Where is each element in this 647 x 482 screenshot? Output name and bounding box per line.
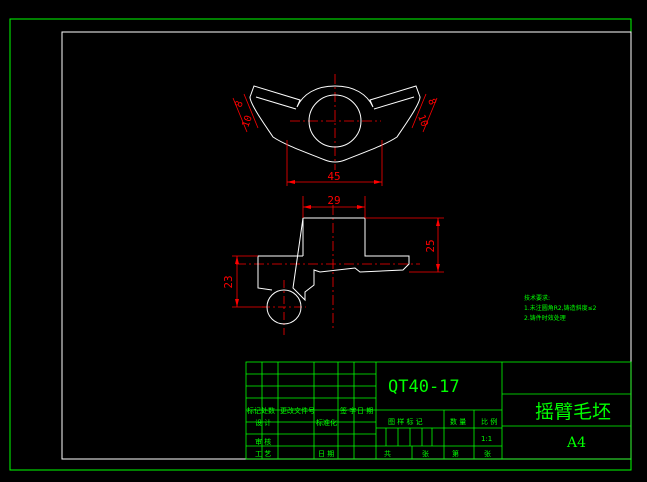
dim-23-arrow-bottom bbox=[235, 299, 239, 307]
dim-25-label: 25 bbox=[424, 239, 437, 252]
dim-25-arrow-bottom bbox=[436, 264, 440, 272]
dim-left-height-label: 10 bbox=[240, 114, 254, 129]
title-block-border bbox=[245, 361, 632, 460]
tb-change-doc-label: 更改文件号 bbox=[280, 406, 315, 415]
front-left-lug-slot bbox=[255, 96, 297, 110]
front-center-hole bbox=[308, 94, 362, 148]
dim-45-arrow-right bbox=[374, 180, 382, 184]
tb-date-label: 日 期 bbox=[357, 407, 373, 415]
dim-29-arrow-left bbox=[303, 205, 311, 209]
dim-23-label: 23 bbox=[222, 275, 235, 288]
dim-29-arrow-right bbox=[357, 205, 365, 209]
drawing-frame bbox=[61, 31, 632, 460]
dim-45-label: 45 bbox=[327, 170, 340, 183]
dim-left-width-label: 8 bbox=[233, 100, 245, 109]
tb-scale-value: 1:1 bbox=[481, 435, 492, 443]
tb-review-label: 审 核 bbox=[255, 437, 271, 446]
material-label: QT40-17 bbox=[388, 377, 460, 397]
dim-right-width-label: 8 bbox=[425, 97, 437, 106]
notes-line-2: 2.铸件时效处理 bbox=[524, 314, 566, 322]
tb-process-label: 工 艺 bbox=[255, 450, 271, 458]
tb-design-label: 设 计 bbox=[255, 418, 271, 427]
part-name: 摇臂毛坯 bbox=[535, 401, 611, 423]
dim-23-arrow-top bbox=[235, 256, 239, 264]
tb-sheet-label: 张 bbox=[422, 449, 429, 458]
technical-notes: 技术要求: 1.未注圆角R2,铸造斜度≤2 2.铸件时效处理 bbox=[524, 294, 597, 322]
side-boss-circle bbox=[266, 289, 302, 325]
title-block-text: QT40-17 摇臂毛坯 A4 标记处数 更改文件号 签 字 日 期 设 计 标… bbox=[247, 377, 611, 458]
dim-right-height-label: 10 bbox=[415, 113, 429, 128]
dim-left-ext2 bbox=[243, 93, 259, 129]
dim-right-ext2 bbox=[411, 93, 427, 129]
front-right-lug-slot bbox=[373, 96, 415, 110]
dim-29-label: 29 bbox=[327, 194, 340, 207]
tb-scale-label: 比 例 bbox=[481, 417, 497, 426]
side-arm-outline bbox=[257, 218, 304, 291]
tb-date2-label: 日 期 bbox=[318, 450, 334, 458]
notes-heading: 技术要求: bbox=[524, 294, 550, 302]
tb-stage-mark-label: 图 样 标 记 bbox=[388, 417, 423, 426]
side-view: 29 25 23 bbox=[222, 194, 444, 335]
front-arm-outline bbox=[249, 85, 421, 163]
dim-right-ext bbox=[422, 97, 438, 133]
title-block bbox=[245, 361, 632, 460]
tb-weight-label: 数 量 bbox=[450, 417, 466, 426]
tb-total-label: 共 bbox=[384, 449, 391, 458]
tb-standardize-label: 标准化 bbox=[316, 418, 337, 427]
dim-45-arrow-left bbox=[287, 180, 295, 184]
side-hub-outline bbox=[292, 217, 410, 302]
tb-signature-label: 签 字 bbox=[340, 406, 356, 415]
tb-mark-label: 标记处数 bbox=[247, 406, 275, 415]
dim-25-arrow-top bbox=[436, 218, 440, 226]
dim-left-ext bbox=[232, 97, 248, 133]
front-view: 45 8 10 8 10 bbox=[232, 74, 438, 186]
notes-line-1: 1.未注圆角R2,铸造斜度≤2 bbox=[524, 304, 597, 312]
tb-page-unit-label: 张 bbox=[484, 449, 491, 458]
sheet-size: A4 bbox=[566, 435, 586, 451]
tb-page-label: 第 bbox=[452, 449, 459, 458]
